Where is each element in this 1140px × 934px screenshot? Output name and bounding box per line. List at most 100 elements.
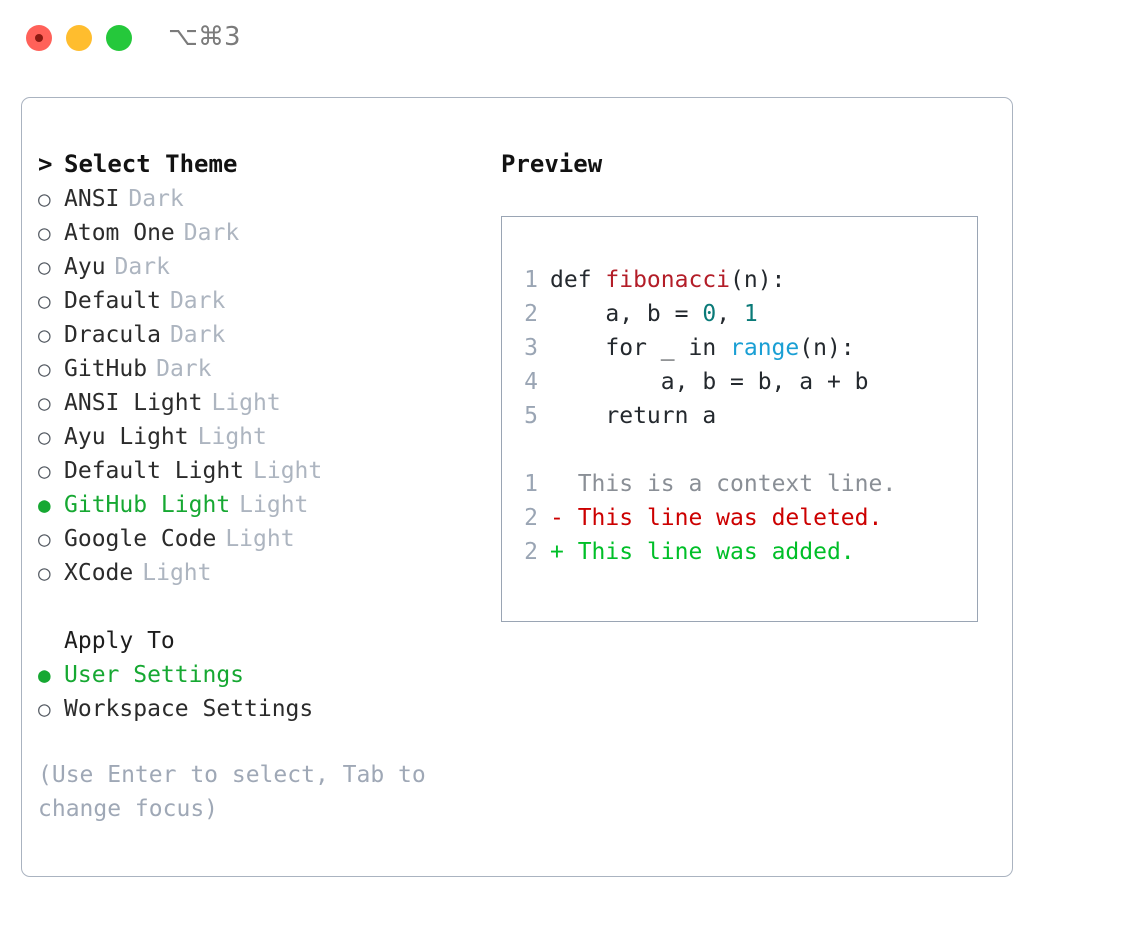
theme-item-label: ANSI [64,186,120,212]
preview-title: Preview [501,150,603,178]
diff-text: This is a context line. [563,471,897,497]
radio-unselected-icon: ○ [38,221,51,245]
diff-text: This line was added. [563,539,855,565]
diff-marker: - [550,505,564,531]
theme-item-label: Atom One [64,220,175,246]
diff-line: 1 This is a context line. [516,467,896,501]
radio-selected-icon: ● [38,663,51,687]
diff-marker: + [550,539,564,565]
code-token-plain: (n): [730,267,786,293]
theme-variant-badge: Dark [169,322,226,348]
code-token-func: fibonacci [605,267,731,293]
apply-to-item[interactable]: ○ Workspace Settings [38,696,478,730]
apply-to-item[interactable]: ● User Settings [38,662,478,696]
radio-unselected-icon: ○ [38,255,51,279]
theme-list-item[interactable]: ○ Atom One Dark [38,220,478,254]
theme-item-label: Google Code [64,526,217,552]
theme-variant-badge: Dark [183,220,240,246]
diff-text: This line was deleted. [563,505,883,531]
prompt-caret-icon: > [38,150,53,178]
minimize-button-icon[interactable] [66,25,92,51]
code-blank-line [516,433,896,467]
keyboard-hint: (Use Enter to select, Tab to change focu… [38,762,426,822]
close-button-icon[interactable] [26,25,52,51]
theme-variant-badge: Dark [128,186,184,212]
code-line: 1 def fibonacci(n): [516,263,896,297]
select-theme-header: > Select Theme [38,150,478,186]
select-theme-header-label: Select Theme [64,150,238,178]
diff-marker [550,471,564,497]
theme-item-label: Ayu [64,254,106,280]
radio-unselected-icon: ○ [38,561,51,585]
theme-item-label: ANSI Light [64,390,203,416]
apply-to-list: ● User Settings ○ Workspace Settings [38,662,478,730]
radio-unselected-icon: ○ [38,289,51,313]
theme-variant-badge: Light [239,492,309,518]
theme-item-label: Ayu Light [64,424,189,450]
code-line: 2 a, b = 0, 1 [516,297,896,331]
apply-to-item-label: Workspace Settings [64,696,314,722]
code-token-plain: (n): [799,335,855,361]
diff-line-number: 2 [524,539,538,565]
theme-list-item[interactable]: ○ Default Dark [38,288,478,322]
code-token-plain: , [716,301,744,327]
code-token-plain: for _ in [550,335,731,361]
theme-list-item[interactable]: ○ Ayu Dark [38,254,478,288]
code-token-plain: a, b = b, a + b [550,369,869,395]
radio-unselected-icon: ○ [38,425,51,449]
theme-item-label: Default Light [64,458,245,484]
code-token-plain: def [550,267,606,293]
theme-variant-badge: Dark [114,254,170,280]
code-line-number: 3 [524,335,538,361]
code-token-plain: a, b = [550,301,703,327]
diff-line: 2- This line was deleted. [516,501,896,535]
code-line: 5 return a [516,399,896,433]
section-gap [38,594,478,628]
code-line-number: 2 [524,301,538,327]
theme-variant-badge: Dark [156,356,212,382]
code-line-number: 4 [524,369,538,395]
theme-list-item[interactable]: ● GitHub Light Light [38,492,478,526]
theme-variant-badge: Light [211,390,281,416]
apply-to-header: Apply To [38,628,478,662]
radio-unselected-icon: ○ [38,697,51,721]
code-line: 3 for _ in range(n): [516,331,896,365]
code-line: 4 a, b = b, a + b [516,365,896,399]
radio-unselected-icon: ○ [38,391,51,415]
theme-list-item[interactable]: ○ Ayu Light Light [38,424,478,458]
theme-variant-badge: Dark [169,288,226,314]
maximize-button-icon[interactable] [106,25,132,51]
code-line-number: 1 [524,267,538,293]
theme-list-item[interactable]: ○ ANSI Light Light [38,390,478,424]
theme-item-label: XCode [64,560,134,586]
radio-unselected-icon: ○ [38,527,51,551]
code-token-call: range [730,335,800,361]
radio-selected-icon: ● [38,493,51,517]
title-bar: ⌥⌘3 [0,0,1140,78]
keyboard-shortcut-label: ⌥⌘3 [168,22,241,52]
theme-list-item[interactable]: ○ Dracula Dark [38,322,478,356]
diff-line-number: 2 [524,505,538,531]
theme-item-label: Dracula [64,322,161,348]
radio-unselected-icon: ○ [38,323,51,347]
theme-variant-badge: Light [253,458,323,484]
theme-item-label: Default [64,288,161,314]
theme-item-label: GitHub Light [64,492,231,518]
code-token-num: 0 [702,301,717,327]
diff-line-number: 1 [524,471,538,497]
apply-to-item-label: User Settings [64,662,245,688]
radio-unselected-icon: ○ [38,357,51,381]
theme-variant-badge: Light [197,424,267,450]
